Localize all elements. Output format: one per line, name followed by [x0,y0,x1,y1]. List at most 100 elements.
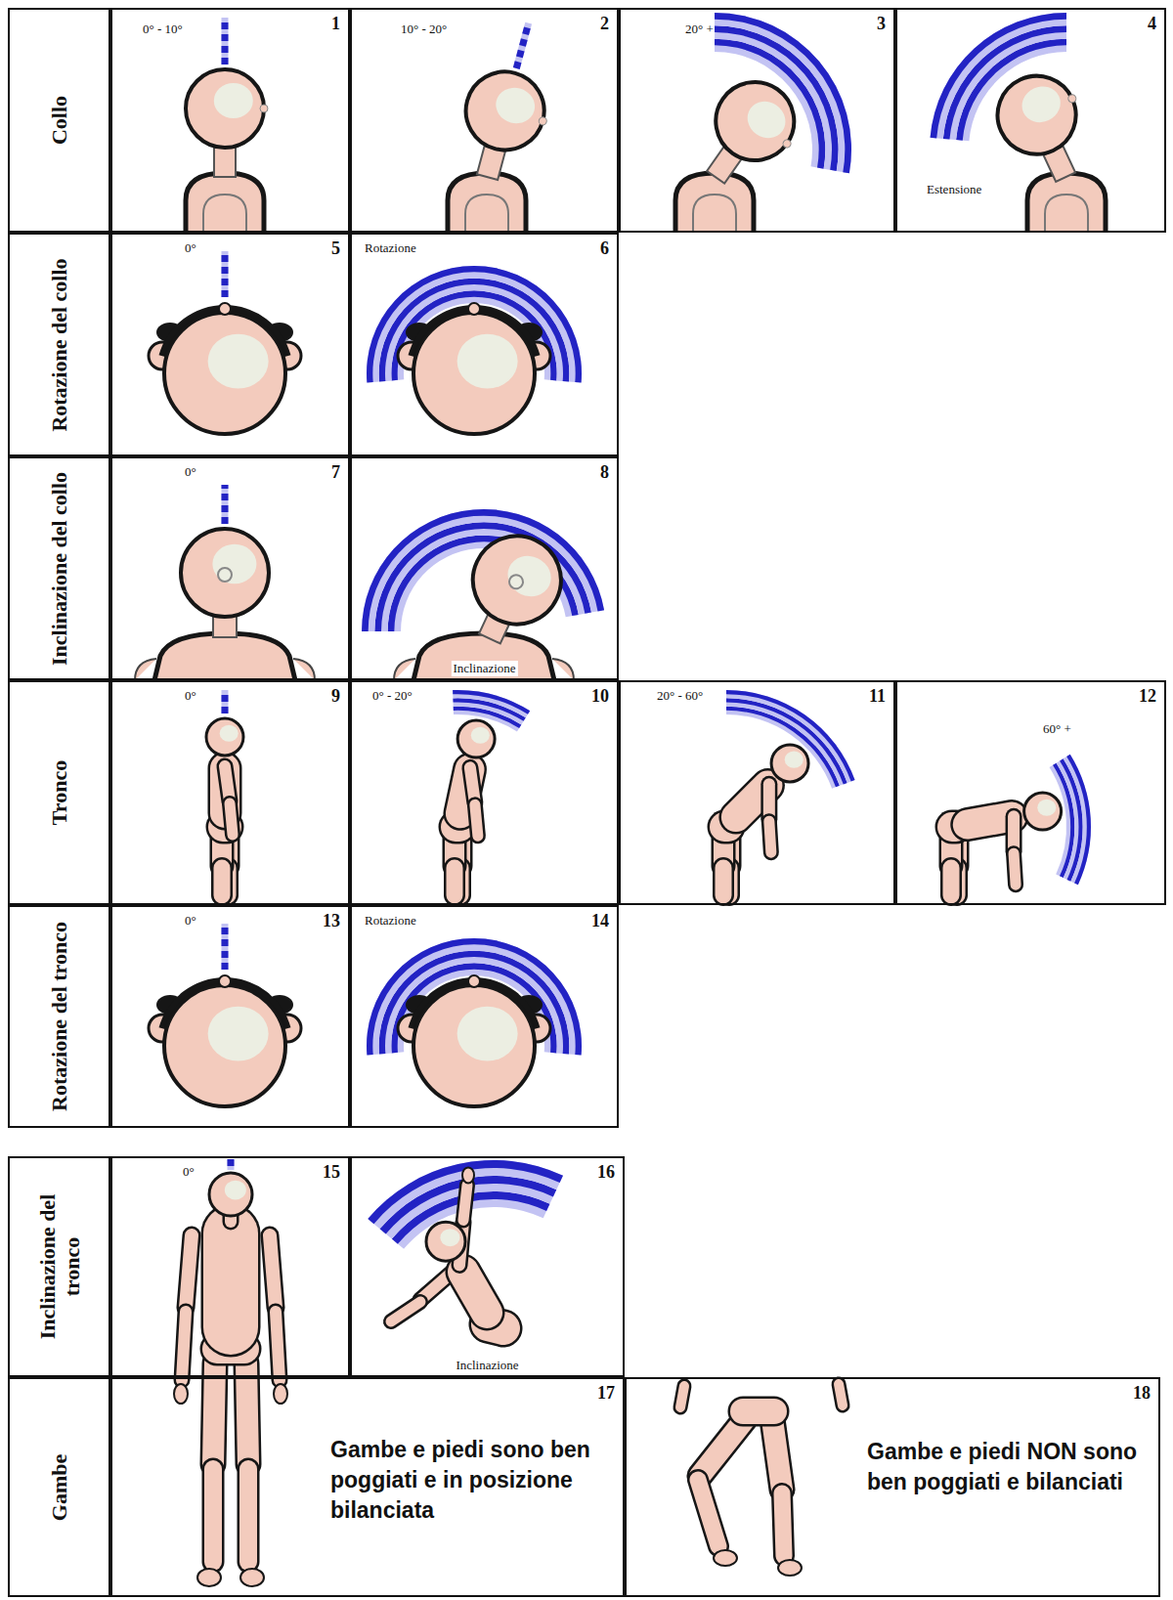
description-text: Gambe e piedi sono ben poggiati e in pos… [330,1434,616,1526]
posture-figure [452,690,530,896]
posture-arc [1066,754,1091,885]
row-label: Tronco [46,690,72,896]
row-label-cell: Rotazione del collo [7,232,111,457]
limb-outline [782,1493,784,1557]
description-text: Gambe e piedi NON sono ben poggiati e bi… [867,1436,1151,1498]
angle-label: 0° [183,912,198,929]
limb-outline [697,1479,719,1547]
axis-line [516,23,528,69]
limb [769,821,772,853]
row-label: Collo [46,17,72,223]
shoulders [154,633,296,681]
limb [269,1235,276,1308]
posture-arc [452,690,530,718]
posture-figure [951,754,1091,896]
posture-arc [367,1160,564,1224]
cell-number: 8 [600,462,609,483]
hand [273,1384,288,1404]
posture-figure [173,1159,288,1587]
nose [1067,93,1079,105]
head-group [449,12,570,188]
limb-outline [463,1184,468,1220]
limb [204,1469,222,1563]
posture-cell: 20° +3 [618,7,896,233]
limb [391,1302,421,1322]
cell-number: 18 [1132,1383,1151,1404]
limb [967,817,1012,826]
head [457,720,495,758]
head-highlight [224,1180,247,1201]
limb [463,1271,487,1313]
axis-line [221,923,229,970]
arm-stub [293,658,315,681]
limb [181,1311,186,1381]
row-label: Rotazione del collo [46,242,72,447]
limb-outline [229,803,233,835]
axis-line [227,1159,235,1171]
head-highlight [457,1006,519,1062]
limb [219,868,237,896]
limb-outline [211,868,233,896]
posture-figure [675,12,852,233]
axis-line [227,1159,235,1171]
head-highlight [1015,80,1066,130]
arm-outline [203,194,247,233]
posture-figure [447,12,570,233]
head-highlight [457,334,519,390]
head [164,312,286,435]
posture-cell: 16Inclinazione [349,1156,625,1378]
posture-cell: 0°15 [110,1156,350,1378]
posture-cell: Rotazione14 [349,905,619,1129]
arm-stub [552,658,574,681]
axis-line [221,484,229,524]
row-label: Rotazione del tronco [46,914,72,1119]
limb-outline [769,821,772,853]
posture-figure [366,938,582,1107]
limb-outline [181,1311,186,1381]
head-group [185,17,268,177]
limb-outline [772,1419,782,1490]
posture-figure [134,484,315,681]
head-highlight [212,544,257,585]
cell-number: 9 [331,686,341,707]
torso [185,173,264,233]
posture-figure [723,690,856,896]
angle-label: 60° + [1042,721,1073,738]
angle-label: 20° + [684,21,715,38]
limb-outline [838,1384,843,1406]
head [426,1221,466,1261]
limb-outline [275,1311,280,1381]
head-highlight [1037,799,1056,817]
angle-label: Rotazione [363,240,418,257]
posture-figure [930,12,1106,233]
posture-figure [367,1160,564,1329]
cell-number: 7 [331,462,341,483]
angle-label: 0° [183,240,198,257]
arm-outline [1044,194,1088,233]
posture-arc [726,690,856,782]
limb-outline [718,868,740,896]
foot [778,1560,802,1576]
foot [240,1568,264,1587]
row-label-cell: Inclinazione del collo [7,456,111,681]
head-highlight [491,83,539,128]
limb [697,1479,719,1547]
posture-cell: 0°5 [110,232,350,457]
angle-label: Estensione [925,181,983,198]
head-highlight [784,751,804,769]
head [700,66,810,175]
limb [229,803,233,835]
axis-line [221,690,229,714]
limb [772,1419,782,1490]
nose [468,975,480,988]
limb [463,1184,468,1220]
limb [721,868,739,896]
torso [447,173,526,233]
cell-number: 15 [322,1162,341,1183]
limb-outline [742,1396,775,1428]
limb [742,1398,775,1425]
arm-outline [465,194,509,233]
head-highlight [208,334,269,390]
cell-number: 1 [331,13,341,35]
